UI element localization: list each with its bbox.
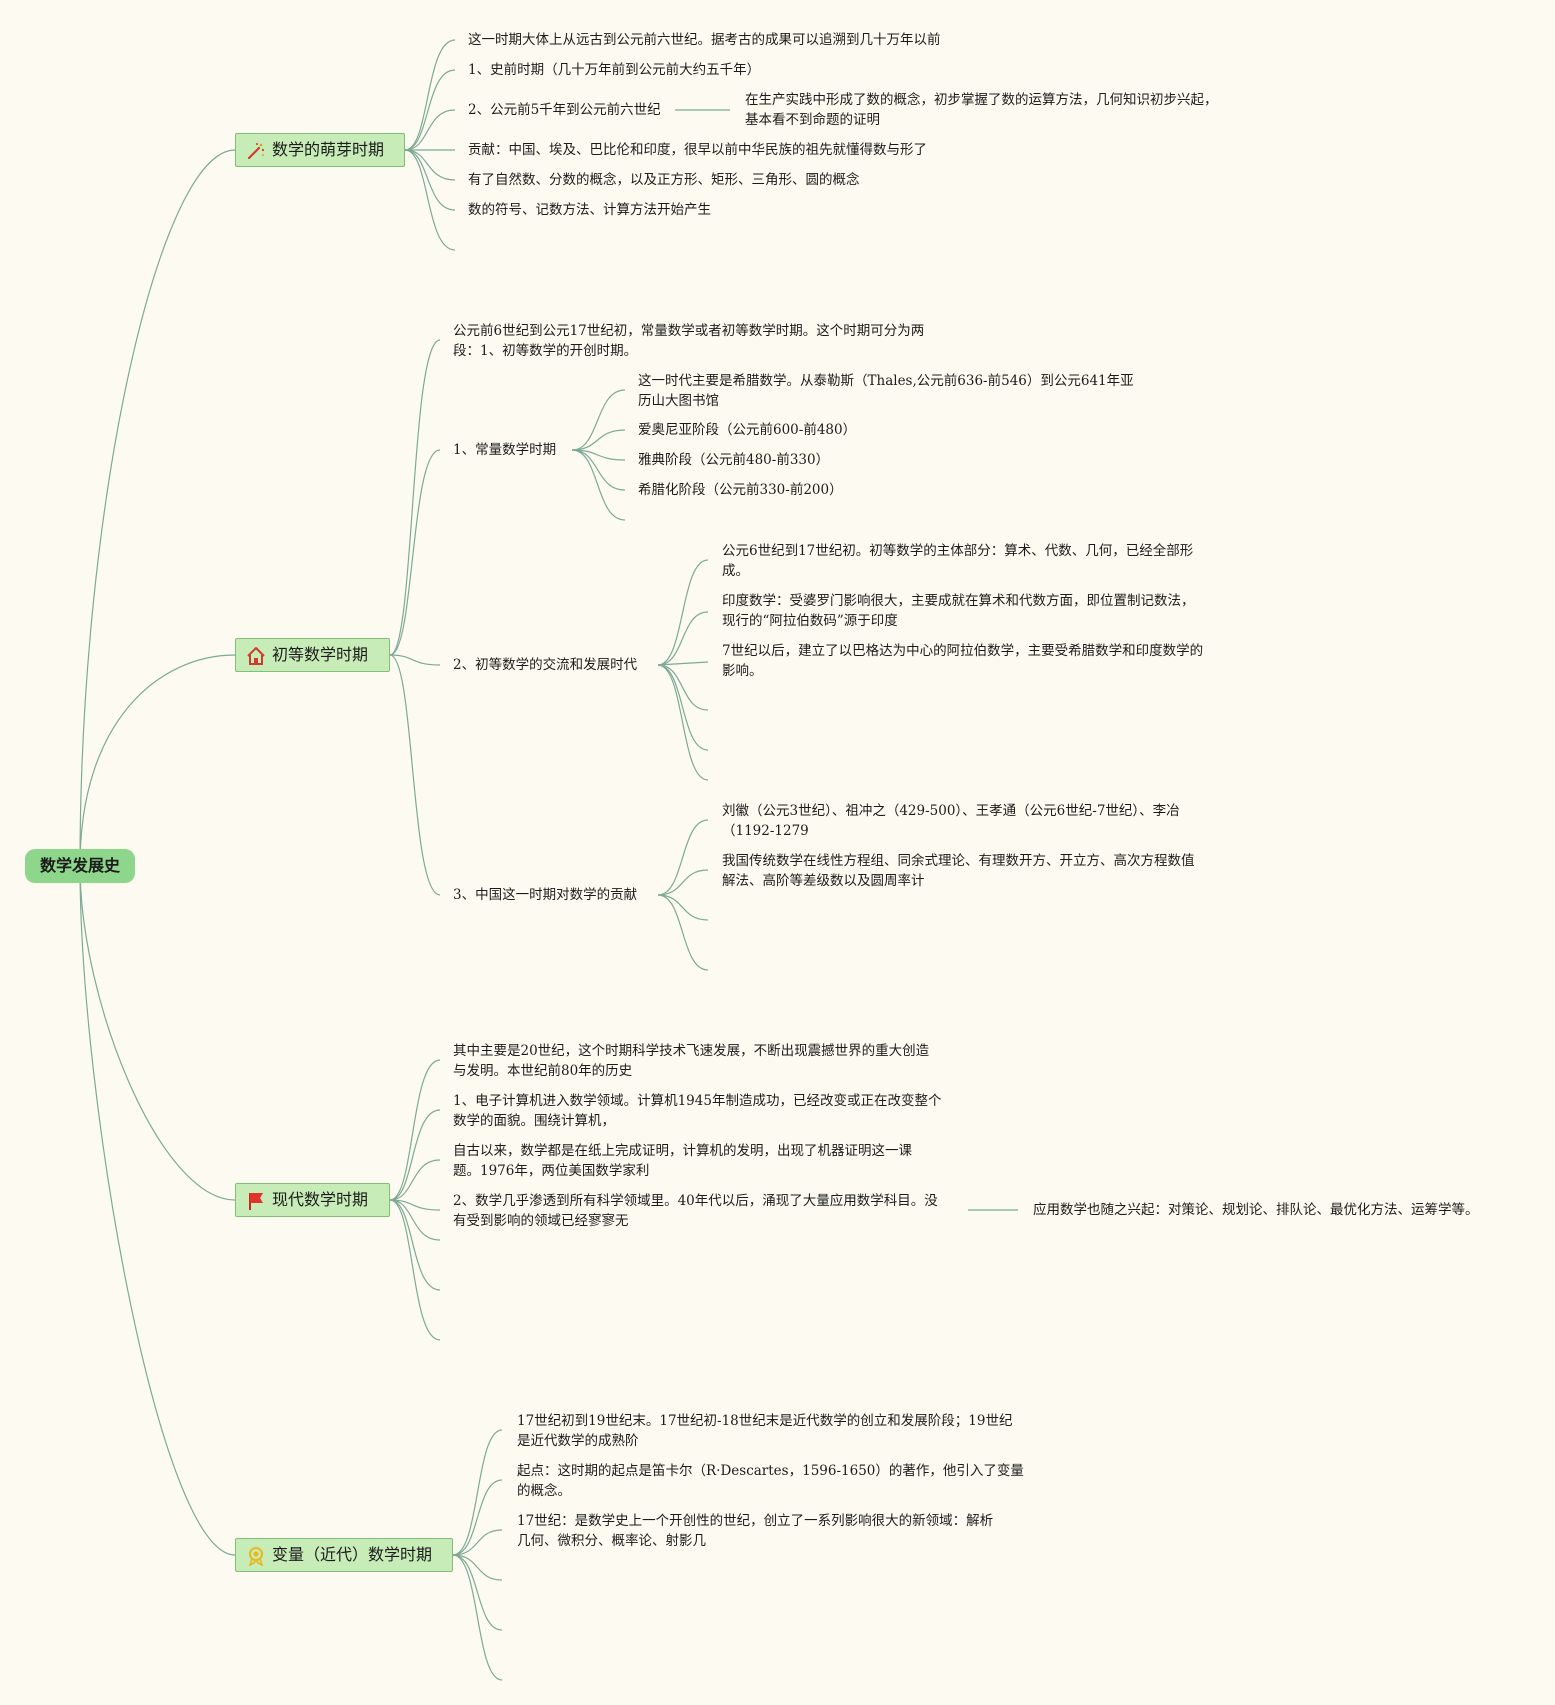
- house-icon: [247, 647, 265, 665]
- flag-icon: [249, 1193, 263, 1210]
- branch-label: 初等数学时期: [272, 645, 369, 664]
- list-item[interactable]: 有了自然数、分数的概念，以及正方形、矩形、三角形、圆的概念: [468, 172, 860, 188]
- list-item[interactable]: 其中主要是20世纪，这个时期科学技术飞速发展，不断出现震撼世界的重大创造与发明。…: [453, 1043, 930, 1079]
- root-node[interactable]: 数学发展史: [25, 849, 135, 883]
- list-item[interactable]: 起点：这时期的起点是笛卡尔（R·Descartes，1596-1650）的著作，…: [517, 1463, 1024, 1499]
- list-item[interactable]: 刘徽（公元3世纪）、祖冲之（429-500）、王孝通（公元6世纪-7世纪）、李冶…: [722, 803, 1180, 839]
- branch-modern-period[interactable]: 现代数学时期: [235, 1183, 390, 1217]
- list-item[interactable]: 1、电子计算机进入数学领域。计算机1945年制造成功，已经改变或正在改变整个数学…: [453, 1093, 942, 1129]
- list-item[interactable]: 17世纪初到19世纪末。17世纪初-18世纪末是近代数学的创立和发展阶段；19世…: [517, 1413, 1013, 1449]
- award-medal-icon: [248, 1547, 264, 1566]
- list-item[interactable]: 2、数学几乎渗透到所有科学领域里。40年代以后，涌现了大量应用数学科目。没有受到…: [453, 1193, 938, 1229]
- list-item[interactable]: 这一时期大体上从远古到公元前六世纪。据考古的成果可以追溯到几十万年以前: [468, 32, 941, 48]
- list-item[interactable]: 自古以来，数学都是在纸上完成证明，计算机的发明，出现了机器证明这一课题。1976…: [453, 1143, 912, 1179]
- branch-sprouting-period[interactable]: 数学的萌芽时期: [235, 133, 405, 167]
- branch-elementary-period[interactable]: 初等数学时期: [235, 638, 390, 672]
- list-item[interactable]: 这一时代主要是希腊数学。从泰勒斯（Thales,公元前636-前546）到公元6…: [638, 373, 1134, 409]
- list-item[interactable]: 雅典阶段（公元前480-前330）: [638, 452, 830, 468]
- branch-label: 数学的萌芽时期: [272, 140, 385, 159]
- branch-label: 变量（近代）数学时期: [272, 1545, 433, 1564]
- list-item[interactable]: 印度数学：受婆罗门影响很大，主要成就在算术和代数方面，即位置制记数法，现行的“阿…: [722, 593, 1195, 629]
- list-item-note[interactable]: 应用数学也随之兴起：对策论、规划论、排队论、最优化方法、运筹学等。: [1033, 1202, 1479, 1218]
- list-item[interactable]: 17世纪：是数学史上一个开创性的世纪，创立了一系列影响很大的新领域：解析几何、微…: [517, 1513, 994, 1549]
- sub-node[interactable]: 2、初等数学的交流和发展时代: [453, 657, 638, 673]
- branch-variable-period[interactable]: 变量（近代）数学时期: [235, 1538, 453, 1572]
- magic-wand-icon: [247, 143, 265, 160]
- list-item[interactable]: 2、公元前5千年到公元前六世纪: [468, 102, 661, 118]
- list-item[interactable]: 公元前6世纪到公元17世纪初，常量数学或者初等数学时期。这个时期可分为两段：1、…: [453, 323, 925, 359]
- list-item[interactable]: 7世纪以后，建立了以巴格达为中心的阿拉伯数学，主要受希腊数学和印度数学的影响。: [722, 643, 1204, 679]
- list-item[interactable]: 爱奥尼亚阶段（公元前600-前480）: [638, 422, 857, 438]
- list-item[interactable]: 希腊化阶段（公元前330-前200）: [638, 482, 843, 498]
- sub-node[interactable]: 3、中国这一时期对数学的贡献: [453, 887, 638, 903]
- list-item[interactable]: 公元6世纪到17世纪初。初等数学的主体部分：算术、代数、几何，已经全部形成。: [722, 543, 1194, 579]
- list-item[interactable]: 1、史前时期（几十万年前到公元前大约五千年）: [468, 62, 761, 78]
- list-item[interactable]: 贡献：中国、埃及、巴比伦和印度，很早以前中华民族的祖先就懂得数与形了: [468, 142, 927, 158]
- list-item[interactable]: 我国传统数学在线性方程组、同余式理论、有理数开方、开立方、高次方程数值解法、高阶…: [722, 853, 1195, 889]
- list-item[interactable]: 数的符号、记数方法、计算方法开始产生: [468, 202, 711, 218]
- branch-label: 现代数学时期: [272, 1190, 369, 1209]
- sub-node[interactable]: 1、常量数学时期: [453, 442, 557, 458]
- list-item-note[interactable]: 在生产实践中形成了数的概念，初步掌握了数的运算方法，几何知识初步兴起，基本看不到…: [745, 92, 1218, 128]
